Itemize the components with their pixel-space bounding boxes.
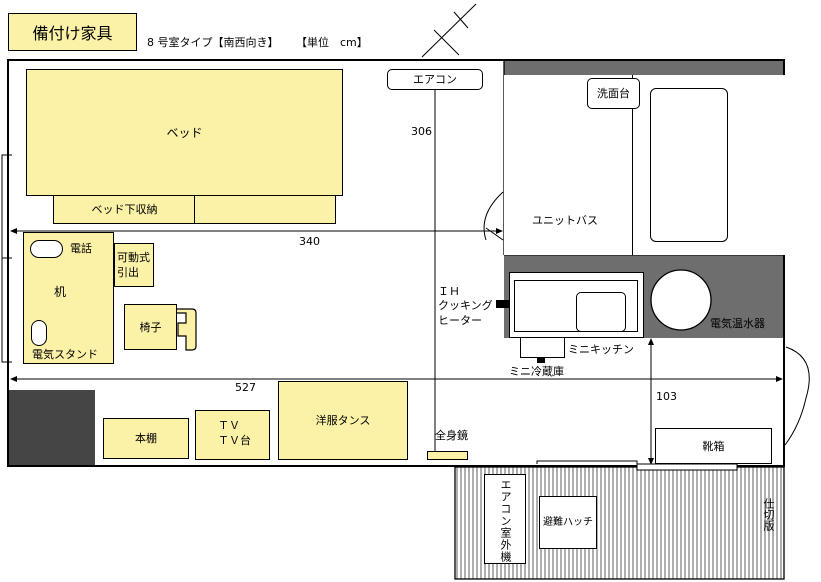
ih-label-1: ＩＨ	[438, 285, 460, 298]
movable-drawer	[114, 243, 154, 287]
bookshelf-label: 本棚	[135, 432, 157, 445]
desk-label: 机	[54, 285, 67, 299]
chair-label: 椅子	[139, 320, 162, 334]
water-heater-label: 電気温水器	[710, 317, 765, 330]
aircon: エアコン	[387, 69, 483, 90]
tv-stand	[195, 410, 270, 460]
phone-label: 電話	[70, 242, 92, 255]
entry-step	[536, 460, 638, 464]
dim-527-arrow-left	[10, 376, 17, 382]
ih-label-3: ヒーター	[438, 314, 482, 327]
compass-line-b	[433, 29, 460, 56]
mini-fridge-label: ミニ冷蔵庫	[509, 365, 564, 378]
water-heater-tank	[650, 269, 712, 331]
dim-103-arrow-top	[648, 338, 654, 345]
unit-bath-tub-section	[632, 75, 785, 255]
escape-hatch: 避難ハッチ	[539, 496, 597, 549]
dim-340-label: 340	[299, 235, 320, 248]
bath-door-arc	[483, 191, 504, 241]
dim-527-arrow-right	[776, 376, 783, 382]
bathtub	[650, 88, 728, 242]
dim-103-arrow-bottom	[648, 458, 654, 465]
chair-back	[175, 308, 197, 351]
dim-340-arrow-right	[496, 228, 503, 234]
compass-line-c	[453, 11, 469, 29]
full-length-mirror	[427, 451, 468, 460]
bath-door-leaf	[485, 227, 504, 241]
outer-wall	[7, 59, 785, 467]
movable-drawer-label-2: 引出	[117, 266, 139, 279]
escape-hatch-label: 避難ハッチ	[543, 516, 593, 528]
unit-label: 【単位 cm】	[296, 36, 368, 49]
dim-306-label: 306	[411, 125, 432, 138]
aircon-label: エアコン	[413, 73, 457, 86]
chair: 椅子	[124, 304, 177, 350]
bed-label: ベッド	[166, 125, 203, 140]
compass-line-a	[421, 3, 477, 58]
desk-lamp	[31, 320, 47, 346]
phone	[30, 240, 63, 258]
column-block	[9, 390, 95, 466]
ih-label-2: クッキング	[438, 299, 493, 312]
bookshelf: 本棚	[103, 418, 189, 459]
dim-103-label: 103	[656, 390, 677, 403]
bed-storage-label: ベッド下収納	[91, 203, 158, 216]
wardrobe-label: 洋服タンス	[315, 414, 371, 427]
washbasin: 洗面台	[587, 78, 640, 109]
desk-lamp-label: 電気スタンド	[32, 348, 98, 361]
shoe-box-label: 靴箱	[702, 439, 725, 453]
sink	[576, 292, 626, 332]
aircon-outdoor-unit	[484, 474, 526, 564]
shoe-box: 靴箱	[655, 428, 772, 464]
wardrobe: 洋服タンス	[278, 381, 408, 460]
tv-label: ＴＶ	[218, 419, 240, 432]
mini-kitchen-label: ミニキッチン	[568, 343, 634, 356]
bed-storage-right	[194, 195, 336, 224]
bed: ベッド	[26, 69, 343, 196]
unit-bath	[504, 75, 785, 255]
bed-storage: ベッド下収納	[53, 195, 196, 224]
legend-swatch-title: 備付け家具	[8, 13, 137, 51]
entry-door-arc	[784, 346, 810, 446]
partition-label: 仕切版	[762, 498, 775, 531]
unit-bath-label: ユニットバス	[532, 214, 598, 227]
dim-340-arrow-left	[10, 228, 17, 234]
movable-drawer-label-1: 可動式	[117, 251, 150, 264]
entry-step-line	[636, 463, 738, 471]
mini-fridge	[520, 338, 565, 358]
washbasin-label: 洗面台	[597, 87, 630, 100]
dim-527-label: 527	[235, 381, 256, 394]
page-title: 備付け家具	[32, 24, 113, 43]
aircon-outdoor-label: エアコン室外機	[499, 479, 512, 563]
tv-stand-label: ＴＶ台	[218, 434, 251, 447]
mirror-label: 全身鏡	[435, 429, 468, 442]
room-type-label: 8 号室タイプ【南西向き】	[147, 36, 279, 49]
